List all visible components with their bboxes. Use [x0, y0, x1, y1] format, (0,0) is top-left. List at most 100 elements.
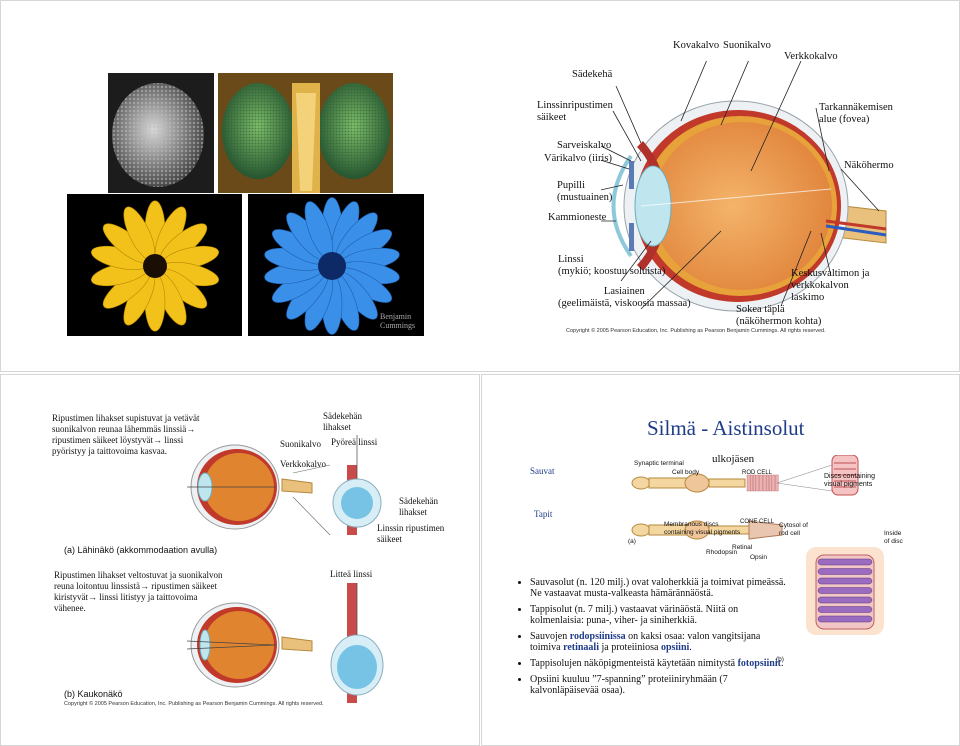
label-keskusvaltimon: Keskusvaltimon ja verkkokalvon laskimo: [791, 268, 870, 303]
rod-disc: [756, 474, 760, 492]
term-rodopsiini: rodopsiinissa: [569, 631, 626, 642]
bullet-text: Sauvasolut (n. 120 milj.) ovat valoherkk…: [530, 577, 786, 599]
label-discs-visual-pigments: Discs containing visual pigments: [824, 473, 875, 488]
fly-drawing: [218, 73, 393, 193]
text-near-vision-explanation: Ripustimen lihakset supistuvat ja vetävä…: [52, 413, 200, 456]
label-tarkannakemisen: Tarkannäkemisen alue (fovea): [819, 102, 893, 125]
bullet-rodopsiini: Sauvojen rodopsiinissa on kaksi osaa: va…: [530, 631, 790, 653]
label-sokea-tapla: Sokea täplä (näköhermon kohta): [736, 304, 822, 327]
flower-center: [143, 254, 167, 278]
caption-near-vision: (a) Lähinäkö (akkommodaation avulla): [64, 545, 218, 555]
label-sadekehan-lihakset-top: Sädekehän lihakset: [323, 411, 362, 432]
near-vision-diagram: [187, 435, 382, 536]
bullet-text: on kaksi osaa: valon vangitsijana toimiv…: [530, 631, 761, 653]
slide-accommodation: Ripustimen lihakset supistuvat ja vetävä…: [0, 374, 480, 746]
label-sauvat: Sauvat: [530, 466, 555, 476]
label-varikalvo: Värikalvo (iiris): [544, 153, 612, 164]
label-membranous-discs: Membranous discs containing visual pigme…: [664, 521, 741, 536]
copyright-top: Copyright © 2005 Pearson Education, Inc.…: [566, 328, 826, 334]
label-littea-linssi: Litteä linssi: [330, 569, 373, 579]
label-tapit: Tapit: [534, 509, 553, 519]
opsin-helix: [817, 606, 873, 613]
opsin-helix: [817, 615, 873, 623]
term-retinaali: retinaali: [563, 642, 599, 653]
bullet-text: Tappisolujen näköpigmenteistä käytetään …: [530, 658, 738, 669]
photo-yellow-flower: [67, 194, 242, 336]
bullet-text: .: [780, 658, 784, 669]
label-pupilli: Pupilli (mustuainen): [557, 180, 613, 203]
blue-flower-drawing: [264, 197, 400, 335]
compound-eye-drawing: [108, 73, 214, 193]
label-panel-b: (b): [776, 656, 784, 663]
photo-credit: Benjamin Cummings: [380, 312, 416, 330]
label-linssi: Linssi (mykiö; koostuu soluista): [558, 254, 666, 277]
label-verkkokalvo-near: Verkkokalvo: [280, 459, 326, 469]
label-cell-body: Cell body: [672, 469, 700, 476]
bullet-tappisolut: Tappisolut (n. 7 milj.) vastaavat värinä…: [530, 604, 790, 626]
label-verkkokalvo: Verkkokalvo: [784, 51, 838, 62]
opsin-helix: [817, 596, 873, 604]
rod-disc: [746, 474, 750, 492]
rod-disc: [753, 474, 757, 492]
opsin-helix: [817, 577, 873, 585]
label-rhodopsin: Rhodopsin: [706, 549, 738, 556]
label-inside-disc: Inside of disc: [884, 530, 903, 545]
far-vision-diagram: [187, 583, 384, 703]
rod-disc: [762, 474, 766, 492]
bullet-sauvasolut: Sauvasolut (n. 120 milj.) ovat valoherkk…: [530, 577, 790, 599]
caption-far-vision: (b) Kaukonäkö: [64, 689, 123, 699]
label-ulkojasen: ulkojäsen: [712, 453, 755, 465]
slide-title-aistinsolut: Silmä - Aistinsolut: [647, 416, 805, 440]
label-sarveiskalvo: Sarveiskalvo: [557, 140, 612, 151]
label-sadekehan-lihakset-mid: Sädekehän lihakset: [399, 496, 438, 517]
opsin-helix: [817, 568, 873, 575]
label-rod-cell: ROD CELL: [742, 470, 773, 476]
photo-blue-flower: Benjamin Cummings: [248, 194, 424, 336]
label-linssinripustimen: Linssinripustimen säikeet: [537, 100, 613, 123]
rod-cone-diagram: [631, 455, 859, 540]
photo-compound-eye: [108, 73, 214, 193]
rhodopsin-membrane-diagram: [806, 547, 884, 635]
bullet-list-receptors: Sauvasolut (n. 120 milj.) ovat valoherkk…: [518, 577, 790, 701]
bullet-text: .: [689, 642, 692, 653]
label-suonikalvo-near: Suonikalvo: [280, 439, 322, 449]
copyright-left: Copyright © 2005 Pearson Education, Inc.…: [64, 701, 324, 707]
bullet-text: Opsiini kuuluu ”7-spanning” proteiiniryh…: [530, 674, 728, 696]
yellow-flower-drawing: [91, 200, 219, 332]
opsin-helix: [817, 558, 873, 566]
opsin-helix: [817, 587, 873, 594]
label-synaptic-terminal: Synaptic terminal: [634, 460, 684, 467]
label-pyorea-linssi: Pyöreä linssi: [331, 437, 378, 447]
rod-disc: [772, 474, 776, 492]
rod-disc: [749, 474, 753, 492]
label-cytosol: Cytosol of rod cell: [779, 522, 808, 537]
label-retinal: Retinal: [732, 544, 753, 551]
bullet-opsiini: Opsiini kuuluu ”7-spanning” proteiiniryh…: [530, 674, 790, 696]
rod-disc: [759, 474, 763, 492]
term-fotopsiinit: fotopsiinit: [737, 658, 781, 669]
photo-fly-head: [218, 73, 393, 193]
label-panel-a: (a): [628, 538, 636, 545]
label-sadekeha: Sädekehä: [572, 69, 613, 80]
label-lasiainen: Lasiainen (geelimäistä, viskoosia massaa…: [558, 286, 691, 309]
flower-center: [318, 252, 346, 280]
bullet-text: Sauvojen: [530, 631, 570, 642]
eye-cross-section-diagram: [601, 61, 887, 312]
label-opsin: Opsin: [750, 554, 767, 561]
rod-disc: [769, 474, 772, 492]
label-kovakalvo: Kovakalvo: [673, 40, 720, 51]
opsin-helices: [817, 558, 873, 623]
bullet-fotopsiinit: Tappisolujen näköpigmenteistä käytetään …: [530, 658, 790, 669]
term-opsiini: opsiini: [660, 642, 690, 653]
bullet-text: Tappisolut (n. 7 milj.) vastaavat värinä…: [530, 604, 739, 626]
label-linssin-ripustimen: Linssin ripustimen säikeet: [377, 523, 445, 544]
slide-photoreceptors: Silmä - Aistinsolut Sauvat Tapit ulkojäs…: [481, 374, 960, 746]
label-suonikalvo: Suonikalvo: [723, 40, 771, 51]
label-kammioneste: Kammioneste: [548, 212, 607, 223]
text-far-vision-explanation: Ripustimen lihakset veltostuvat ja suoni…: [54, 570, 223, 613]
label-cone-cell: CONE CELL: [740, 519, 775, 525]
bullet-text: ja proteiiniosa: [599, 642, 661, 653]
label-nakohermo: Näköhermo: [844, 160, 894, 171]
slide-eye-anatomy: Benjamin Cummings: [0, 0, 960, 372]
rod-disc: [765, 474, 769, 492]
